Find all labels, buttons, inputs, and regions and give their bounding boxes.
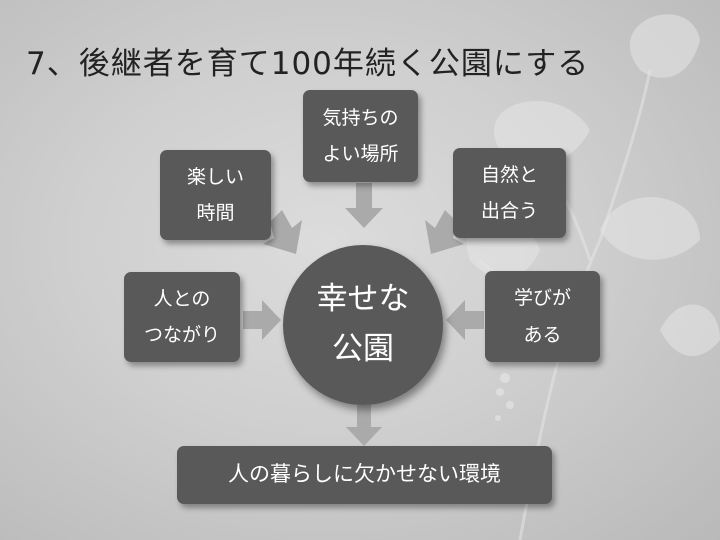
center-line2: 公園 — [332, 331, 394, 367]
bottom-essential-environment: 人の暮らしに欠かせない環境 — [177, 446, 552, 504]
node-comfortable-place: 気持ちの よい場所 — [303, 90, 418, 182]
bottom-text: 人の暮らしに欠かせない環境 — [228, 462, 501, 487]
arrow-top — [345, 183, 383, 228]
center-happy-park: 幸せな 公園 — [283, 245, 443, 405]
arrow-right — [446, 300, 484, 340]
node-learning: 学びが ある — [485, 271, 600, 362]
node-connection: 人との つながり — [124, 272, 240, 362]
node-fun-time-line1: 楽しい — [186, 165, 244, 188]
node-comfortable-place-line1: 気持ちの — [322, 106, 399, 129]
arrow-left — [243, 300, 281, 340]
node-learning-line1: 学びが — [513, 287, 571, 310]
arrow-bottom — [346, 405, 382, 446]
slide-title: 7、後継者を育て100年続く公園にする — [26, 46, 590, 82]
node-meet-nature-line1: 自然と — [480, 163, 538, 186]
node-comfortable-place-line2: よい場所 — [322, 143, 399, 165]
node-meet-nature-line2: 出合う — [480, 200, 538, 222]
center-line1: 幸せな — [316, 281, 410, 318]
node-fun-time: 楽しい 時間 — [160, 150, 271, 240]
node-learning-line2: ある — [523, 323, 562, 346]
node-connection-line2: つながり — [143, 324, 220, 346]
arrow-upper-left — [263, 210, 302, 254]
node-fun-time-line2: 時間 — [196, 202, 235, 224]
node-meet-nature: 自然と 出合う — [453, 148, 566, 238]
node-connection-line1: 人との — [153, 287, 211, 310]
